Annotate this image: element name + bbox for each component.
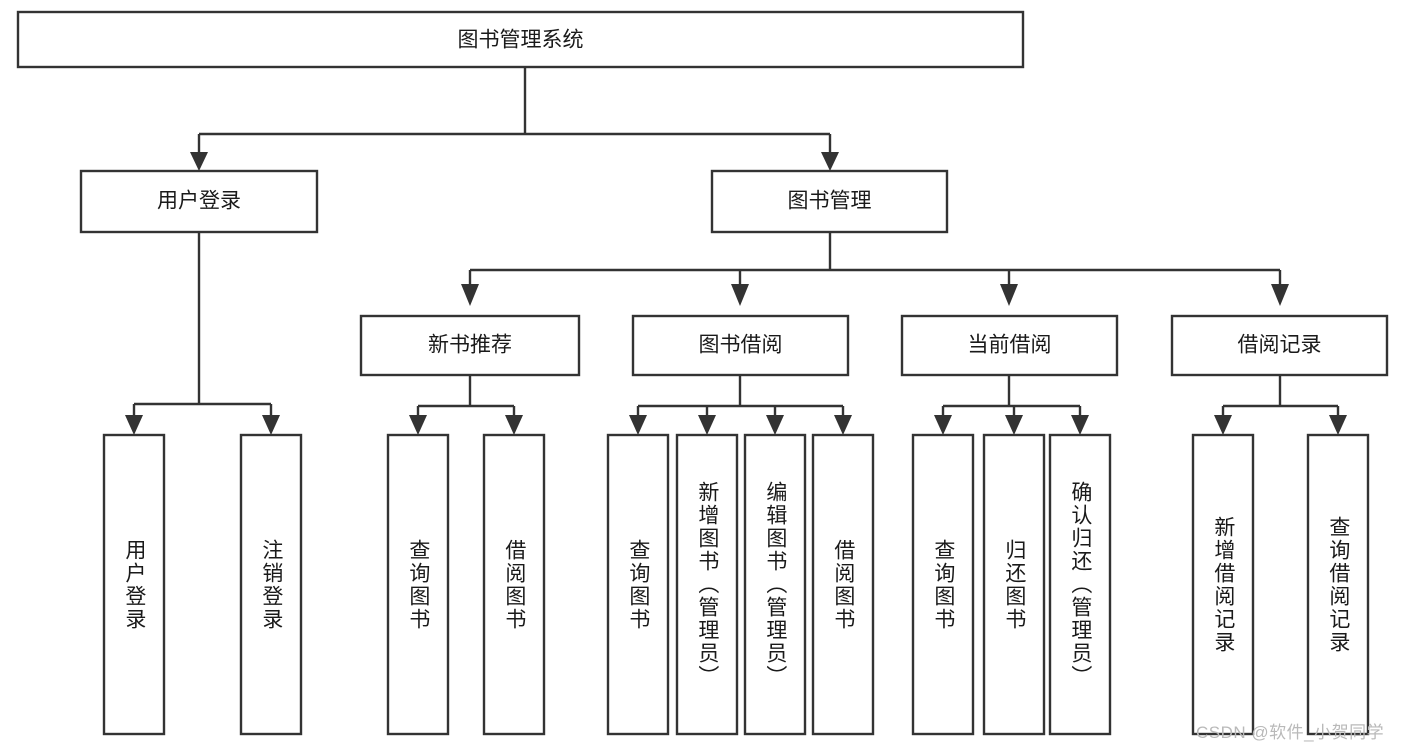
leaf-borrow-borrow-book-label: 借阅图书 <box>831 538 855 631</box>
leaf-borrow-add-book-rect[interactable] <box>675 433 739 736</box>
leaf-cur-query-book-rect[interactable] <box>911 433 975 736</box>
arrow-root-to-user-login <box>190 152 208 171</box>
arrow-user-login-leaf-2 <box>262 415 280 435</box>
leaf-rec-add-record-rect[interactable] <box>1191 433 1255 736</box>
node-book-borrow-label: 图书借阅 <box>699 334 783 357</box>
node-borrow-record-label: 借阅记录 <box>1238 334 1322 357</box>
node-borrow-record-rect[interactable] <box>1170 314 1389 377</box>
leaf-borrow-borrow-book[interactable]: 借阅图书 <box>813 435 873 734</box>
arrow-bb-leaf-4 <box>834 415 852 435</box>
leaf-rec-query-book-rect[interactable] <box>386 433 450 736</box>
leaf-user-logout[interactable]: 注销登录 <box>241 435 301 734</box>
leaf-user-logout-rect[interactable] <box>239 433 303 736</box>
connector-group-new-book-rec <box>409 375 523 435</box>
arrow-nbr-leaf-2 <box>505 415 523 435</box>
arrow-user-login-leaf-1 <box>125 415 143 435</box>
arrow-bm-to-book-borrow <box>731 284 749 306</box>
arrow-cb-leaf-1 <box>934 415 952 435</box>
leaf-rec-query-book-label: 查询图书 <box>406 538 430 631</box>
node-current-borrow-rect[interactable] <box>900 314 1119 377</box>
arrow-br-leaf-2 <box>1329 415 1347 435</box>
leaf-cur-return-book[interactable]: 归还图书 <box>984 435 1044 734</box>
arrow-bb-leaf-1 <box>629 415 647 435</box>
leaf-cur-confirm-return-rect[interactable] <box>1048 433 1112 736</box>
leaf-cur-return-book-label: 归还图书 <box>1002 538 1026 631</box>
leaf-rec-borrow-book-label: 借阅图书 <box>502 538 526 631</box>
leaf-borrow-query-book-rect[interactable] <box>606 433 670 736</box>
node-borrow-record[interactable]: 借阅记录 <box>1170 314 1389 377</box>
arrow-bm-to-current-borrow <box>1000 284 1018 306</box>
node-root-label: 图书管理系统 <box>458 29 584 52</box>
leaf-rec-query-record-rect[interactable] <box>1306 433 1370 736</box>
leaf-cur-return-book-rect[interactable] <box>982 433 1046 736</box>
node-book-manage-rect[interactable] <box>710 169 949 234</box>
node-root[interactable]: 图书管理系统 <box>16 10 1025 69</box>
leaf-user-login-rect[interactable] <box>102 433 166 736</box>
arrow-nbr-leaf-1 <box>409 415 427 435</box>
leaf-user-logout-label: 注销登录 <box>259 538 283 631</box>
connector-group-book-manage <box>461 232 1289 306</box>
leaf-rec-add-record[interactable]: 新增借阅记录 <box>1193 435 1253 734</box>
csdn-watermark: CSDN @软件_小贺同学 <box>1196 723 1385 742</box>
arrow-bb-leaf-2 <box>698 415 716 435</box>
connector-group-book-borrow <box>629 375 852 435</box>
node-current-borrow-label: 当前借阅 <box>968 334 1052 357</box>
leaf-cur-confirm-return[interactable]: 确认归还（管理员） <box>1050 435 1110 734</box>
leaf-borrow-edit-book[interactable]: 编辑图书（管理员） <box>745 435 805 734</box>
arrow-root-to-book-manage <box>821 152 839 171</box>
node-book-borrow[interactable]: 图书借阅 <box>631 314 850 377</box>
leaf-cur-confirm-return-label: 确认归还（管理员） <box>1068 481 1092 688</box>
node-new-book-rec-label: 新书推荐 <box>428 334 512 357</box>
node-user-login-label: 用户登录 <box>157 190 241 213</box>
arrow-bm-to-borrow-record <box>1271 284 1289 306</box>
leaf-rec-query-record-label: 查询借阅记录 <box>1326 515 1350 654</box>
leaf-borrow-edit-book-rect[interactable] <box>743 433 807 736</box>
leaf-cur-query-book-label: 查询图书 <box>931 538 955 631</box>
arrow-cb-leaf-2 <box>1005 415 1023 435</box>
leaf-borrow-query-book[interactable]: 查询图书 <box>608 435 668 734</box>
node-root-rect[interactable] <box>16 10 1025 69</box>
connector-group-borrow-record <box>1214 375 1347 435</box>
connector-group-current-borrow <box>934 375 1089 435</box>
arrow-cb-leaf-3 <box>1071 415 1089 435</box>
leaf-user-login-label: 用户登录 <box>122 538 146 631</box>
leaf-rec-borrow-book[interactable]: 借阅图书 <box>484 435 544 734</box>
arrow-br-leaf-1 <box>1214 415 1232 435</box>
node-new-book-rec-rect[interactable] <box>359 314 581 377</box>
leaf-rec-query-record[interactable]: 查询借阅记录 <box>1308 435 1368 734</box>
leaf-borrow-add-book[interactable]: 新增图书（管理员） <box>677 435 737 734</box>
node-user-login[interactable]: 用户登录 <box>79 169 319 234</box>
leaf-user-login[interactable]: 用户登录 <box>104 435 164 734</box>
node-book-borrow-rect[interactable] <box>631 314 850 377</box>
connector-group-user-login <box>125 232 280 435</box>
node-new-book-rec[interactable]: 新书推荐 <box>359 314 581 377</box>
leaf-borrow-borrow-book-rect[interactable] <box>811 433 875 736</box>
leaf-rect-group <box>102 433 1370 736</box>
node-current-borrow[interactable]: 当前借阅 <box>900 314 1119 377</box>
leaf-borrow-edit-book-label: 编辑图书（管理员） <box>763 481 787 688</box>
connector-group-root <box>190 67 839 171</box>
leaf-rec-query-book[interactable]: 查询图书 <box>388 435 448 734</box>
leaf-borrow-query-book-label: 查询图书 <box>626 538 650 631</box>
node-book-manage-label: 图书管理 <box>788 190 872 213</box>
arrow-bb-leaf-3 <box>766 415 784 435</box>
node-user-login-rect[interactable] <box>79 169 319 234</box>
leaf-rec-borrow-book-rect[interactable] <box>482 433 546 736</box>
arrow-bm-to-new-book-rec <box>461 284 479 306</box>
node-book-manage[interactable]: 图书管理 <box>710 169 949 234</box>
leaf-borrow-add-book-label: 新增图书（管理员） <box>695 481 719 688</box>
leaf-cur-query-book[interactable]: 查询图书 <box>913 435 973 734</box>
leaf-rec-add-record-label: 新增借阅记录 <box>1211 515 1235 654</box>
